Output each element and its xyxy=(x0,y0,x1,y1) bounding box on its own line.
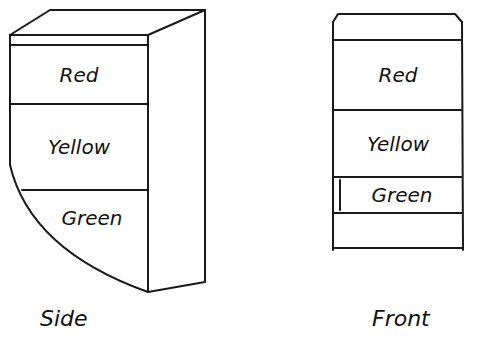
view-label: Side xyxy=(40,306,88,331)
light-band: Green xyxy=(40,193,144,243)
light-label: Red xyxy=(60,63,99,87)
light-label: Yellow xyxy=(48,135,110,159)
light-label: Green xyxy=(61,206,122,230)
light-band: Yellow xyxy=(336,113,460,175)
view-label: Front xyxy=(372,306,430,331)
light-band: Yellow xyxy=(14,108,144,186)
light-label: Red xyxy=(379,63,418,87)
light-label: Yellow xyxy=(367,132,429,156)
light-band: Green xyxy=(344,179,460,211)
light-band: Red xyxy=(336,43,460,107)
light-band: Red xyxy=(14,48,144,102)
light-label: Green xyxy=(371,183,432,207)
